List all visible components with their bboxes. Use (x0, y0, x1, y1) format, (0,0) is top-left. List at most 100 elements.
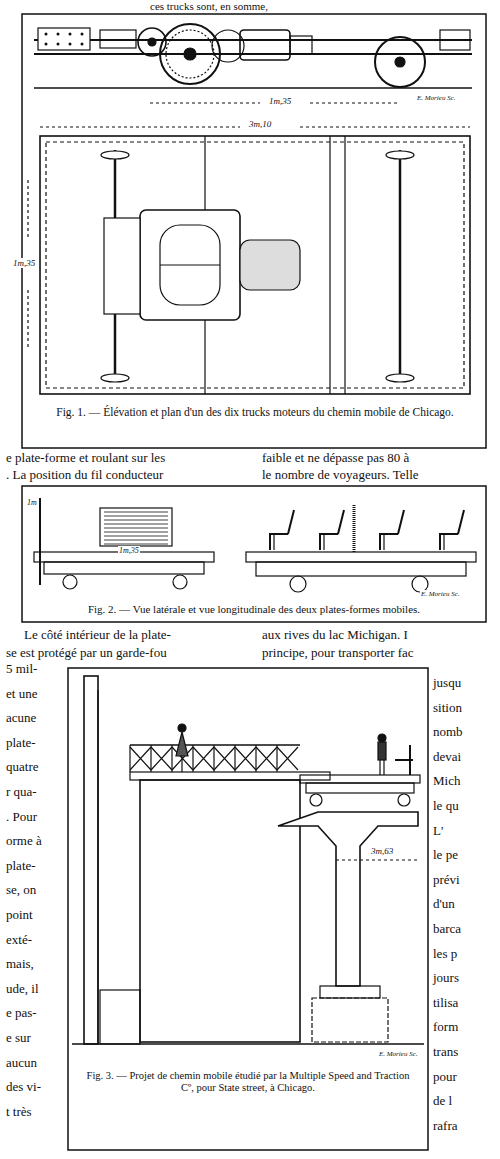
drawing-stroke (69, 43, 72, 46)
drawing-stroke (320, 510, 344, 550)
drawing-stroke (81, 43, 84, 46)
drawing-stroke (256, 747, 277, 770)
dimension: 1m (26, 498, 38, 507)
running-text: exté- (6, 933, 32, 948)
drawing-stroke (323, 534, 324, 550)
figure-frame (22, 14, 486, 448)
engraver-signature: E. Morieu Sc. (416, 94, 457, 102)
figure-caption: Fig. 1. — Élévation et plan d'un des dix… (50, 406, 460, 419)
drawing-stroke (104, 540, 168, 541)
running-text: ces trucks sont, en somme, (150, 0, 268, 13)
running-text: 5 mil- (6, 662, 37, 677)
drawing-stroke (150, 745, 151, 772)
running-text: Mich (433, 774, 460, 789)
dimension: 1m,35 (118, 546, 140, 555)
running-text: aucun (6, 1056, 37, 1071)
drawing-stroke (383, 534, 384, 550)
dimension: 3m,63 (370, 846, 394, 856)
running-text: t très (6, 1105, 32, 1120)
running-text: pour (433, 1070, 457, 1085)
running-text: le nombre de voyageurs. Telle (262, 468, 419, 483)
dimension: 1m,35 (12, 258, 36, 268)
running-text: form (433, 1020, 458, 1035)
running-text: e sur (6, 1031, 31, 1046)
running-text: acune (6, 711, 36, 726)
running-text: de l (433, 1094, 452, 1109)
drawing-stroke (104, 532, 168, 533)
running-text: barca (433, 922, 461, 937)
drawing-stroke (213, 745, 214, 772)
drawing-stroke (277, 747, 298, 770)
running-text: les p (433, 947, 457, 962)
running-text: aux rives du lac Michigan. I (262, 628, 408, 643)
drawing-stroke (193, 747, 214, 770)
dimension: 1m,35 (268, 96, 292, 106)
running-text: et une (6, 687, 37, 702)
drawing-stroke (104, 520, 168, 521)
figure-frame (22, 486, 486, 622)
running-text: ude, il (6, 982, 39, 997)
drawing-stroke (380, 510, 404, 550)
drawing-stroke (57, 33, 60, 36)
running-text: quatre (6, 760, 38, 775)
running-text: plate- (6, 859, 36, 874)
running-text: point (6, 908, 33, 923)
running-text: faible et ne dépasse pas 80 à (262, 451, 409, 466)
drawing-stroke (255, 745, 256, 772)
running-text: se, on (6, 883, 36, 898)
truck-elevation (34, 24, 472, 103)
drawing-stroke (104, 524, 168, 525)
drawing-stroke (57, 43, 60, 46)
running-text: tilisa (433, 996, 458, 1011)
running-text: r qua- (6, 785, 37, 800)
running-text: jusqu (433, 676, 461, 691)
drawing-stroke (273, 534, 274, 550)
running-text: orme à (6, 834, 42, 849)
running-text: e plate-forme et roulant sur les (6, 451, 165, 466)
drawing-stroke (104, 512, 168, 513)
running-text: plate- (6, 736, 36, 751)
running-text: mais, (6, 957, 34, 972)
drawing-stroke (214, 747, 235, 770)
running-text: le pe (433, 848, 458, 863)
elevated-railway-section (72, 676, 424, 1044)
drawing-stroke (81, 33, 84, 36)
drawing-stroke (69, 33, 72, 36)
running-text: des vi- (6, 1080, 41, 1095)
drawing-stroke (192, 745, 193, 772)
running-text: le qu (433, 799, 459, 814)
platform-views (34, 498, 476, 592)
drawing-stroke (45, 33, 48, 36)
running-text: e pas- (6, 1006, 37, 1021)
engraver-signature: E. Morieu Sc. (378, 1050, 419, 1058)
drawing-stroke (130, 747, 151, 770)
drawing-stroke (45, 43, 48, 46)
drawing-stroke (234, 745, 235, 772)
drawing-stroke (104, 516, 168, 517)
running-text: jours (433, 971, 459, 986)
dimension: 3m,10 (248, 119, 272, 129)
running-text: trans (433, 1045, 458, 1060)
drawing-stroke (171, 745, 172, 772)
running-text: rafra (433, 1119, 458, 1134)
running-text: Le côté intérieur de la plate- (24, 628, 171, 643)
drawing-stroke (129, 745, 130, 772)
running-text: d'un (433, 897, 455, 912)
drawing-stroke (104, 536, 168, 537)
truck-plan (28, 127, 470, 394)
drawing-stroke (104, 544, 168, 545)
figure-frame (68, 668, 428, 1150)
running-text: se est protégé par un garde-fou (6, 646, 167, 661)
figure-caption: Fig. 3. — Projet de chemin mobile étudié… (86, 1070, 410, 1094)
running-text: L' (433, 824, 443, 839)
drawing-stroke (270, 510, 294, 550)
drawing-stroke (440, 510, 464, 550)
running-text: nomb (433, 725, 463, 740)
drawing-stroke (443, 534, 444, 550)
running-text: sition (433, 701, 462, 716)
running-text: . La position du fil conducteur (6, 468, 163, 483)
engraver-signature: E. Morieu Sc. (420, 590, 461, 598)
drawing-stroke (276, 745, 277, 772)
drawing-stroke (235, 747, 256, 770)
